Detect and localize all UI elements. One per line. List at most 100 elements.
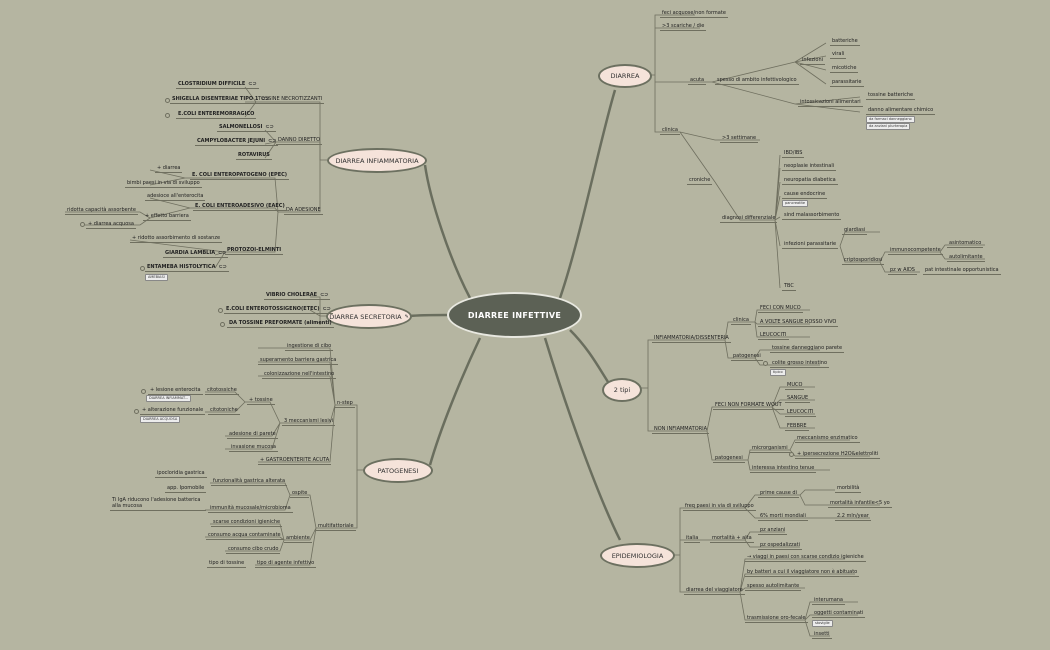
node-parassitarie[interactable]: parassitarie (830, 79, 864, 87)
node-oggetti[interactable]: oggetti contaminati (812, 610, 866, 618)
node-eaec-acquosa[interactable]: + diarrea acquosa (86, 221, 136, 229)
node-eaec-adesione[interactable]: adesioce all'enterocita (145, 193, 206, 201)
node-scariche[interactable]: >3 scariche / die (660, 23, 707, 31)
node-tossine-batteriche[interactable]: tossine batteriche (866, 92, 916, 100)
node-infezioni[interactable]: infezioni (800, 57, 826, 65)
topic-2-tipi[interactable]: 2 tipi (602, 378, 642, 402)
node-leucociti[interactable]: LEUCOCITI (758, 332, 789, 340)
collapse-dot[interactable] (80, 222, 85, 227)
node-muco[interactable]: FECI CON MUCO (758, 305, 803, 313)
node-anziani[interactable]: pz anziani (758, 527, 788, 535)
node-feci-acquose[interactable]: feci acquose/non formate (660, 10, 728, 18)
node-febbre[interactable]: FEBBRE (785, 423, 809, 431)
node-settimane[interactable]: >3 settimane (720, 135, 759, 143)
node-infezioni-parassitarie[interactable]: infezioni parassitarie (782, 241, 839, 249)
node-mln[interactable]: 2.2 mln/year (835, 513, 871, 521)
node-app-ipomobile[interactable]: app. Ipomobile (165, 485, 207, 493)
node-lesione[interactable]: + lesione enterocita (148, 387, 203, 395)
node-alterazione[interactable]: + alterazione funzionale (140, 407, 206, 415)
node-spesso-infettivo[interactable]: spesso di ambito infettivologico (715, 77, 799, 85)
node-n-patogenesi[interactable]: patogenesi (713, 455, 745, 463)
collapse-dot[interactable] (763, 361, 768, 366)
node-n-step[interactable]: n-step (335, 400, 355, 408)
node-intestino-tenue[interactable]: interessa intestino tenue (750, 465, 817, 473)
link-icon[interactable]: ⊂⊃ (322, 306, 331, 312)
node-endocrine[interactable]: cause endocrine (782, 191, 828, 199)
node-prime-cause[interactable]: prime cause di (758, 490, 799, 498)
collapse-dot[interactable] (140, 266, 145, 271)
node-superamento[interactable]: superamento barriera gastrica (258, 357, 339, 365)
node-colonizzazione[interactable]: colonizzazione nell'intestino (262, 371, 337, 379)
node-iga[interactable]: Ti IgA riducono l'adesione batterica all… (110, 497, 206, 511)
node-croniche[interactable]: croniche (687, 177, 713, 185)
node-adesione-parete[interactable]: adesione di parete (227, 431, 278, 439)
node-protozoi[interactable]: PROTOZOI-ELMINTI (225, 247, 284, 255)
node-ibd[interactable]: IBD/IBS (782, 150, 805, 158)
node-vibrio[interactable]: VIBRIO CHOLERAE⊂⊃ (264, 292, 331, 300)
node-morbilita[interactable]: morbilità (835, 485, 862, 493)
node-tossine-preformate[interactable]: DA TOSSINE PREFORMATE (alimenti) (227, 320, 334, 328)
node-tipi-clinica[interactable]: clinica (731, 317, 751, 325)
node-acqua[interactable]: consumo acqua contaminate (206, 532, 283, 540)
node-ipocloridia[interactable]: ipocloridia gastrica (155, 470, 207, 478)
link-icon[interactable]: ⊂⊃ (261, 96, 270, 102)
node-interumana[interactable]: interumana (812, 597, 845, 605)
node-n-leucociti[interactable]: LEUCOCITI (785, 409, 816, 417)
node-citotoniche[interactable]: citotoniche (208, 407, 240, 415)
node-invasione[interactable]: invasione mucosa (229, 444, 278, 452)
node-da-adesione[interactable]: DA ADESIONE (284, 207, 323, 215)
central-topic[interactable]: DIARREE INFETTIVE (447, 292, 582, 338)
node-sangue[interactable]: A VOLTE SANGUE ROSSO VIVO (758, 319, 839, 327)
node-agente[interactable]: tipo di agente infettivo (255, 560, 317, 568)
link-icon[interactable]: ⊂⊃ (320, 292, 329, 298)
node-giardia[interactable]: GIARDIA LAMBLIA⊂⊃ (163, 250, 229, 258)
node-danno-diretto[interactable]: DANNO DIRETTO (276, 137, 323, 145)
node-salmonellosi[interactable]: SALMONELLOSI⊂⊃ (217, 124, 276, 132)
node-epec-bimbi[interactable]: bimbi paesi in via di sviluppo (125, 180, 202, 188)
node-ospedalizzati[interactable]: pz ospedalizzati (758, 542, 802, 550)
link-icon[interactable]: ⊂⊃ (268, 138, 277, 144)
node-autolimitante[interactable]: autolimitante (947, 254, 985, 262)
node-entamoeba[interactable]: ENTAMEBA HISTOLYTICA⊂⊃ (145, 264, 229, 272)
node-tipi-patogenesi[interactable]: patogenesi (731, 353, 763, 361)
node-cibo-crudo[interactable]: consumo cibo crudo (226, 546, 281, 554)
node-eaec-barriera[interactable]: + effetto barriera (143, 213, 191, 221)
node-morti[interactable]: 6% morti mondiali (758, 513, 808, 521)
node-freq[interactable]: freq paesi in via di sviluppo (683, 503, 756, 511)
node-rotavirus[interactable]: ROTAVIRUS (236, 152, 272, 160)
node-micotiche[interactable]: micotiche (830, 65, 859, 73)
node-opportunistica[interactable]: pat intestinale opportunistica (923, 267, 1001, 275)
node-tossine[interactable]: + tossine (247, 397, 275, 405)
node-n-muco[interactable]: MUCO (785, 382, 805, 390)
node-epec[interactable]: E. COLI ENTEROPATOGENO (EPEC) (190, 172, 290, 180)
node-clinica[interactable]: clinica (660, 127, 680, 135)
topic-diarrea[interactable]: DIARREA (598, 64, 652, 88)
topic-diarrea-secretoria[interactable]: DIARREA SECRETORIA✎ (326, 304, 412, 329)
node-microrganismi[interactable]: microrganismi (750, 445, 790, 453)
node-criptosporidiosi[interactable]: criptosporidiosi (842, 257, 885, 265)
node-aids[interactable]: pz w AIDS (888, 267, 917, 275)
node-mortalita-alta[interactable]: mortalità + alta (710, 535, 754, 543)
node-ingestione[interactable]: ingestione di cibo (285, 343, 334, 351)
node-feci-non-formate[interactable]: FECI NON FORMATE WOUT (713, 402, 784, 410)
topic-diarrea-infiammatoria[interactable]: DIARREA INFIAMMATORIA (327, 148, 427, 173)
collapse-dot[interactable] (220, 322, 225, 327)
topic-epidemiologia[interactable]: EPIDEMIOLOGIA (600, 543, 675, 568)
node-tbc[interactable]: TBC (782, 283, 796, 291)
node-giardiasi[interactable]: giardiasi (842, 227, 868, 235)
node-tossine-parete[interactable]: tossine danneggiano parete (770, 345, 845, 353)
node-infiammatoria-dissenteria[interactable]: INFIAMMATORIA/DISSENTERIA (652, 335, 731, 343)
link-icon[interactable]: ⊂⊃ (218, 250, 227, 256)
node-etec[interactable]: E.COLI ENTEROTOSSIGENO(ETEC)⊂⊃ (224, 306, 333, 314)
note-icon[interactable]: ✎ (404, 313, 409, 320)
node-danno-alimentare[interactable]: danno alimentare chimico (866, 107, 936, 115)
node-italia[interactable]: italia (684, 535, 701, 543)
node-trasmissione[interactable]: trasmissione oro-fecale (745, 615, 808, 623)
topic-patogenesi[interactable]: PATOGENESI (363, 458, 433, 483)
node-epec-diarrea[interactable]: + diarrea (155, 165, 183, 173)
node-insetti[interactable]: insetti (812, 631, 832, 639)
collapse-dot[interactable] (218, 308, 223, 313)
node-ecoli-enteremorragico[interactable]: E.COLI ENTEREMORRAGICO (176, 111, 257, 119)
node-enzimatico[interactable]: meccanismo enzimatico (795, 435, 860, 443)
node-batteri[interactable]: by batteri a cui il viaggiatore non è ab… (745, 569, 860, 577)
